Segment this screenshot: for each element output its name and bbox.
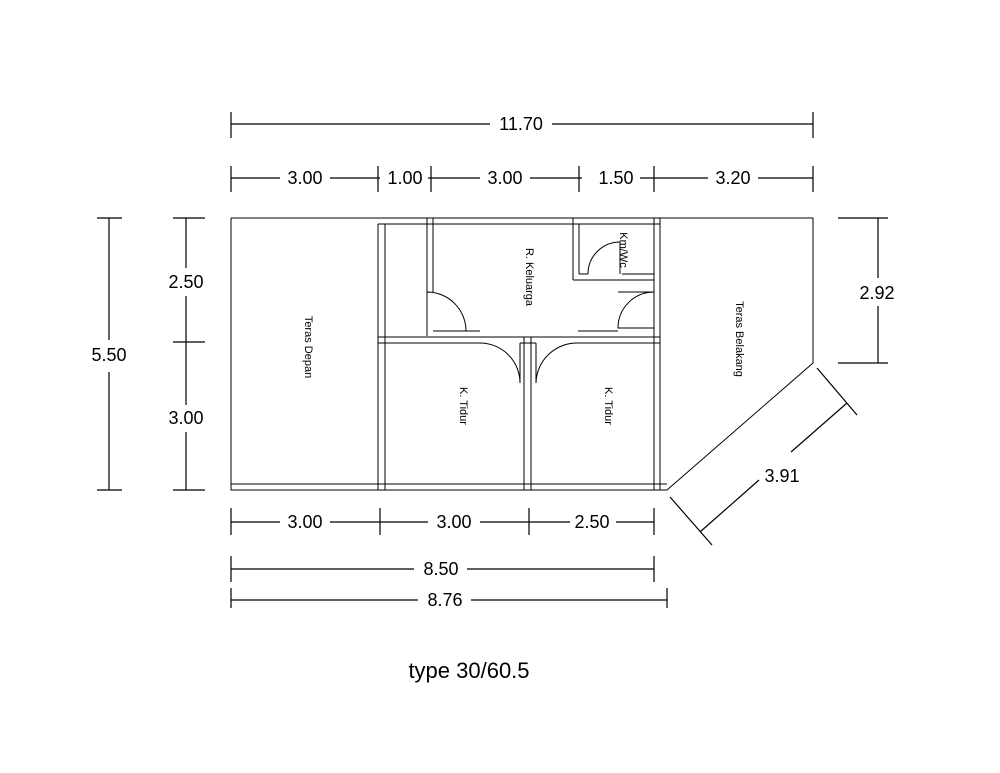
dim-top-segments: 3.00 1.00 3.00 1.50 3.20 [230,166,814,192]
dim-diagonal: 3.91 [669,367,858,546]
door-km-wc [587,241,621,275]
room-label-k-tidur-2: K. Tidur [602,387,614,425]
room-label-km-wc: Km/Wc [617,232,629,268]
dim-label-overall-width: 11.70 [499,114,543,134]
dim-label-top-2: 1.00 [387,168,422,188]
outer-boundary [230,217,814,491]
dim-right-top: 2.92 [838,217,895,364]
dim-label-left-total: 5.50 [91,345,126,365]
dim-overall-width: 11.70 [230,112,814,138]
dim-label-top-1: 3.00 [287,168,322,188]
dim-label-bottom-total-a: 8.50 [423,559,458,579]
door-r-keluarga-left [426,291,467,332]
dim-label-bottom-1: 3.00 [287,512,322,532]
dim-bottom-total-a: 8.50 [230,556,655,582]
room-label-teras-belakang: Teras Belakang [733,301,745,377]
door-bedroom-1 [479,342,521,384]
dim-label-diagonal: 3.91 [764,466,799,486]
door-bedroom-2 [535,342,579,384]
dim-label-right-top: 2.92 [859,283,894,303]
dim-label-top-4: 1.50 [598,168,633,188]
dim-label-bottom-3: 2.50 [574,512,609,532]
dim-bottom-total-b: 8.76 [230,588,668,610]
room-label-teras-depan: Teras Depan [302,316,314,378]
dim-left-segments: 2.50 3.00 [168,217,205,491]
plan-caption: type 30/60.5 [408,658,529,683]
dim-label-left-1: 2.50 [168,272,203,292]
doors [426,241,655,384]
door-r-keluarga-right [617,291,655,329]
dim-bottom-segments: 3.00 3.00 2.50 [230,508,655,535]
dim-left-total: 5.50 [91,217,127,491]
room-label-k-tidur-1: K. Tidur [457,387,469,425]
dim-label-left-2: 3.00 [168,408,203,428]
dim-label-top-5: 3.20 [715,168,750,188]
room-label-r-keluarga: R. Keluarga [523,248,535,307]
dim-label-top-3: 3.00 [487,168,522,188]
dim-label-bottom-total-b: 8.76 [427,590,462,610]
dim-label-bottom-2: 3.00 [436,512,471,532]
